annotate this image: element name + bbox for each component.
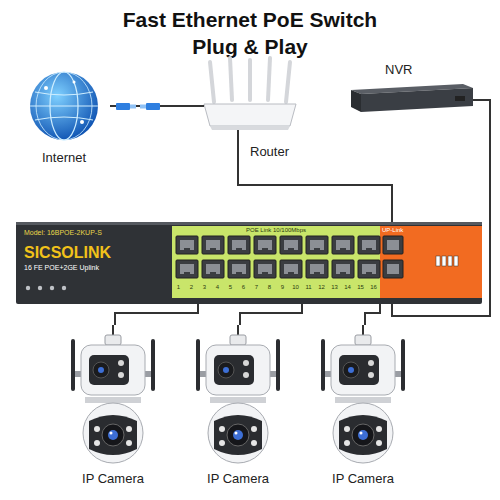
title: Fast Ethernet PoE Switch	[0, 8, 500, 32]
globe-icon	[22, 68, 106, 144]
node-label: IP Camera	[65, 471, 161, 486]
node-label: NVR	[385, 62, 412, 77]
plug-body	[116, 103, 130, 110]
plug-tip	[130, 105, 136, 109]
port-number: 7	[250, 284, 263, 290]
ethernet-cable	[240, 304, 302, 325]
ethernet-cable	[365, 304, 380, 325]
router-node: Router	[190, 56, 308, 166]
node-label: IP Camera	[315, 471, 411, 486]
spec-text: 16 FE POE+2GE Uplink	[24, 264, 99, 271]
router-icon	[190, 56, 308, 166]
brand-logo: SICSOLINK	[24, 244, 111, 262]
cable-line	[240, 304, 302, 325]
port-number: 4	[211, 284, 224, 290]
port-number: 9	[276, 284, 289, 290]
uplink-text: UP-Link	[382, 227, 403, 233]
camera-node: IP Camera	[65, 325, 165, 490]
port-number: 16	[367, 284, 380, 290]
cable-line	[238, 166, 392, 222]
plug-tip	[140, 105, 146, 109]
port-number: 11	[302, 284, 315, 290]
ethernet-cable	[238, 166, 392, 222]
ip-camera-icon	[190, 325, 286, 465]
cable-line	[115, 304, 198, 325]
port-number: 3	[198, 284, 211, 290]
port-number: 5	[224, 284, 237, 290]
node-label: Internet	[22, 150, 106, 165]
node-label: Router	[250, 144, 289, 159]
port-number: 12	[315, 284, 328, 290]
port-number: 6	[237, 284, 250, 290]
port-number: 10	[289, 284, 302, 290]
camera-node: IP Camera	[315, 325, 415, 490]
cable-line	[365, 304, 380, 325]
port-number: 8	[263, 284, 276, 290]
node-label: IP Camera	[190, 471, 286, 486]
nvr-node: NVR	[345, 60, 480, 118]
subtitle: Plug & Play	[0, 35, 500, 59]
camera-node: IP Camera	[190, 325, 290, 490]
port-number: 13	[328, 284, 341, 290]
globe-node: Internet	[22, 68, 110, 170]
ip-camera-icon	[315, 325, 411, 465]
port-numbers: 12345678910111213141516	[172, 284, 380, 294]
ip-camera-icon	[65, 325, 161, 465]
poe-switch: Model: 16BPOE-2KUP-S SICSOLINK 16 FE POE+2…	[16, 222, 482, 304]
port-number: 2	[185, 284, 198, 290]
plug-body	[146, 103, 160, 110]
panel-text: POE Link 10/100Mbps	[172, 227, 380, 233]
port-number: 1	[172, 284, 185, 290]
nvr-icon	[345, 60, 480, 118]
port-number: 14	[341, 284, 354, 290]
port-number: 15	[354, 284, 367, 290]
model-text: Model: 16BPOE-2KUP-S	[24, 229, 102, 236]
ethernet-cable	[115, 304, 198, 325]
